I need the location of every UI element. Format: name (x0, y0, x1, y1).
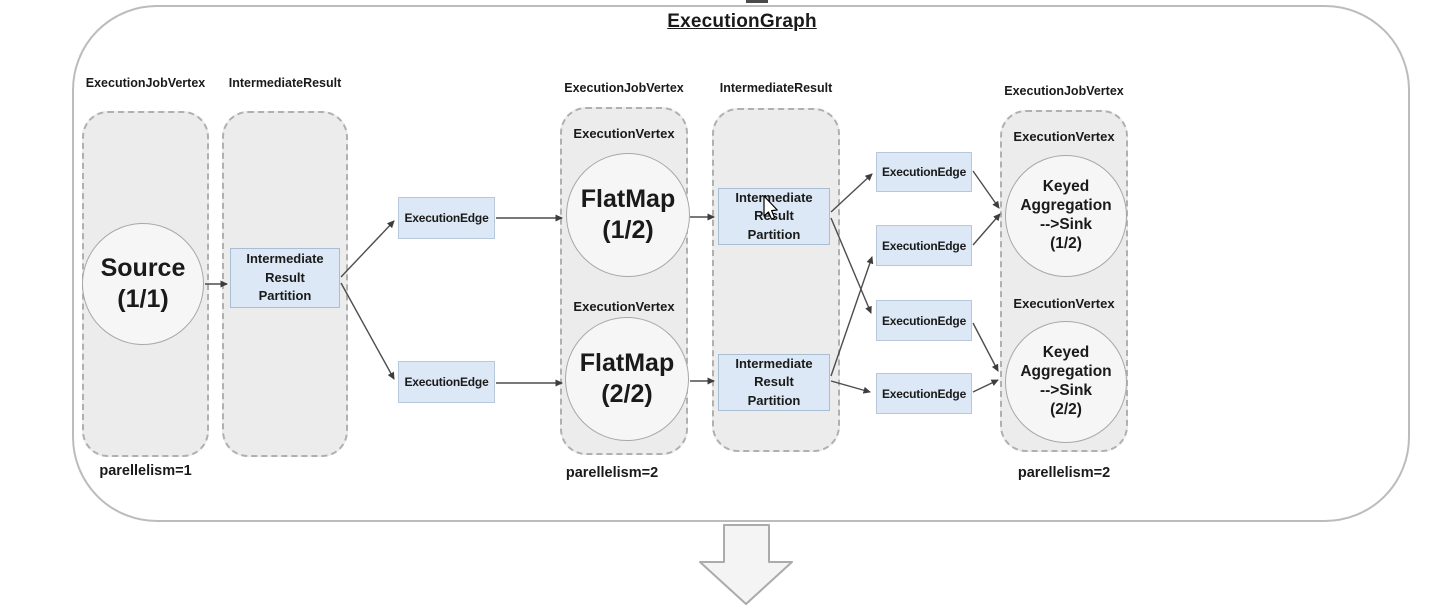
execution-edge-3: ExecutionEdge (876, 152, 972, 192)
intermediate-result-partition-1: Intermediate Result Partition (230, 248, 340, 308)
execution-edge-5-label: ExecutionEdge (881, 313, 967, 328)
execution-edge-4: ExecutionEdge (876, 225, 972, 266)
parallelism-label-flatmap: parellelism=2 (565, 465, 659, 481)
execution-edge-3-label: ExecutionEdge (881, 165, 967, 179)
execution-vertex-label-flatmap-1: ExecutionVertex (573, 126, 675, 141)
intermediate-result-partition-2: Intermediate Result Partition (718, 188, 830, 245)
execution-edge-2-label: ExecutionEdge (404, 375, 489, 389)
parallelism-label-sink: parellelism=2 (1017, 465, 1111, 481)
node-keyed-aggregation-sink-1: Keyed Aggregation -->Sink (1/2) (1005, 155, 1127, 277)
execution-edge-6-label: ExecutionEdge (881, 386, 967, 401)
group-header-flatmap-job-vertex: ExecutionJobVertex (564, 81, 684, 95)
group-header-source-intermediate-result: IntermediateResult (228, 76, 342, 90)
execution-edge-5: ExecutionEdge (876, 300, 972, 341)
node-flatmap-1: FlatMap (1/2) (566, 153, 690, 277)
execution-edge-2: ExecutionEdge (398, 361, 495, 403)
intermediate-result-partition-1-label: Intermediate Result Partition (246, 251, 324, 304)
node-flatmap-2-label: FlatMap (2/2) (579, 348, 675, 408)
diagram-title: ExecutionGraph (667, 11, 817, 32)
execution-vertex-label-flatmap-2: ExecutionVertex (573, 299, 675, 314)
node-keyed-aggregation-sink-2: Keyed Aggregation -->Sink (2/2) (1005, 321, 1127, 443)
node-flatmap-2: FlatMap (2/2) (565, 317, 689, 441)
node-source-label: Source (1/1) (100, 253, 186, 313)
execution-edge-1: ExecutionEdge (398, 197, 495, 239)
intermediate-result-partition-3-label: Intermediate Result Partition (735, 355, 813, 408)
parallelism-label-source: parellelism=1 (99, 463, 192, 479)
node-keyed-aggregation-sink-1-label: Keyed Aggregation -->Sink (1/2) (1020, 178, 1112, 252)
intermediate-result-partition-3: Intermediate Result Partition (718, 354, 830, 411)
group-header-source-job-vertex: ExecutionJobVertex (85, 76, 206, 90)
execution-edge-1-label: ExecutionEdge (404, 211, 489, 225)
intermediate-result-partition-2-label: Intermediate Result Partition (735, 189, 813, 242)
execution-vertex-label-sink-2: ExecutionVertex (1013, 296, 1115, 311)
execution-edge-6: ExecutionEdge (876, 373, 972, 414)
execution-vertex-label-sink-1: ExecutionVertex (1013, 129, 1115, 144)
node-keyed-aggregation-sink-2-label: Keyed Aggregation -->Sink (2/2) (1020, 344, 1112, 418)
node-source: Source (1/1) (82, 223, 204, 345)
group-header-sink-job-vertex: ExecutionJobVertex (1004, 84, 1124, 98)
execution-edge-4-label: ExecutionEdge (881, 238, 967, 253)
node-flatmap-1-label: FlatMap (1/2) (580, 184, 676, 244)
flow-down-arrow (699, 524, 793, 605)
group-header-flatmap-intermediate-result: IntermediateResult (719, 81, 833, 95)
top-edge-mark (746, 0, 768, 3)
